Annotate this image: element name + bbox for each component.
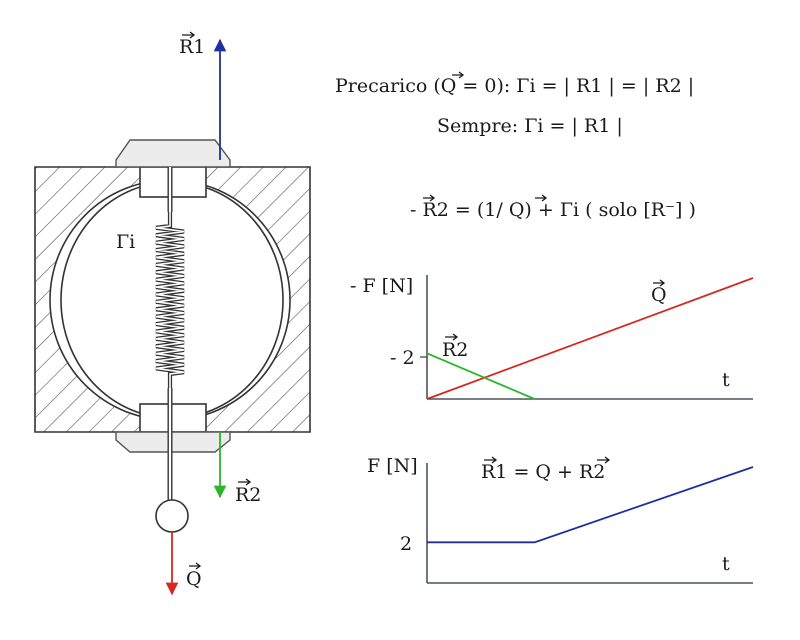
mechanical-assembly: R1 R2 Q Γi <box>34 31 311 596</box>
svg-text:R2: R2 <box>442 339 468 361</box>
svg-text:Q: Q <box>651 284 667 306</box>
chart-top-ytick: - 2 <box>390 347 415 369</box>
series-line-q <box>426 277 754 400</box>
equation-sempre: Sempre: Γi = | R1 | <box>437 115 623 137</box>
chart-bottom-ylabel: F [N] <box>367 455 418 477</box>
q-label: Q <box>186 562 202 590</box>
chart-bottom-ytick: 2 <box>400 533 412 555</box>
equation-r2: - R2 = (1/ Q) + Γi ( solo [R⁻] ) <box>410 199 696 221</box>
series-line-r1 <box>427 466 754 544</box>
chart-top-r2-label: R2 <box>442 333 468 361</box>
chart-bottom-equation: R1 = Q + R2 <box>481 461 605 483</box>
top-cap <box>115 139 231 168</box>
vec-mark-q2 <box>535 194 548 202</box>
chart-bottom: F [N] t 2 R1 = Q + R2 <box>367 455 754 584</box>
svg-text:R2: R2 <box>235 484 261 506</box>
chart-top-q-label: Q <box>651 279 667 306</box>
r1-label: R1 <box>179 31 205 58</box>
r2-label: R2 <box>235 478 261 506</box>
chart-bottom-series <box>427 466 754 544</box>
vec-mark-eq-r2 <box>597 456 611 464</box>
chart-top-ylabel: - F [N] <box>350 275 413 297</box>
equation-precarico: Precarico (Q = 0): Γi = | R1 | = | R2 | <box>335 75 694 97</box>
equation-block: Precarico (Q = 0): Γi = | R1 | = | R2 | … <box>335 71 696 221</box>
vec-mark-r2 <box>423 194 436 202</box>
bottom-cap <box>115 431 231 453</box>
spring-label: Γi <box>116 231 135 253</box>
vec-mark-eq-r1 <box>484 456 498 464</box>
bottom-neck <box>139 403 207 433</box>
top-neck <box>139 166 207 198</box>
chart-top: - F [N] t - 2 Q R2 <box>350 275 754 400</box>
vec-mark-q <box>452 71 465 79</box>
hanging-ball <box>155 499 189 533</box>
chart-top-xlabel: t <box>722 369 730 391</box>
chart-bottom-xlabel: t <box>722 553 730 575</box>
chart-top-series <box>426 277 754 400</box>
series-line-r2 <box>426 352 535 400</box>
svg-text:R1: R1 <box>179 36 205 58</box>
svg-text:Q: Q <box>186 568 202 590</box>
